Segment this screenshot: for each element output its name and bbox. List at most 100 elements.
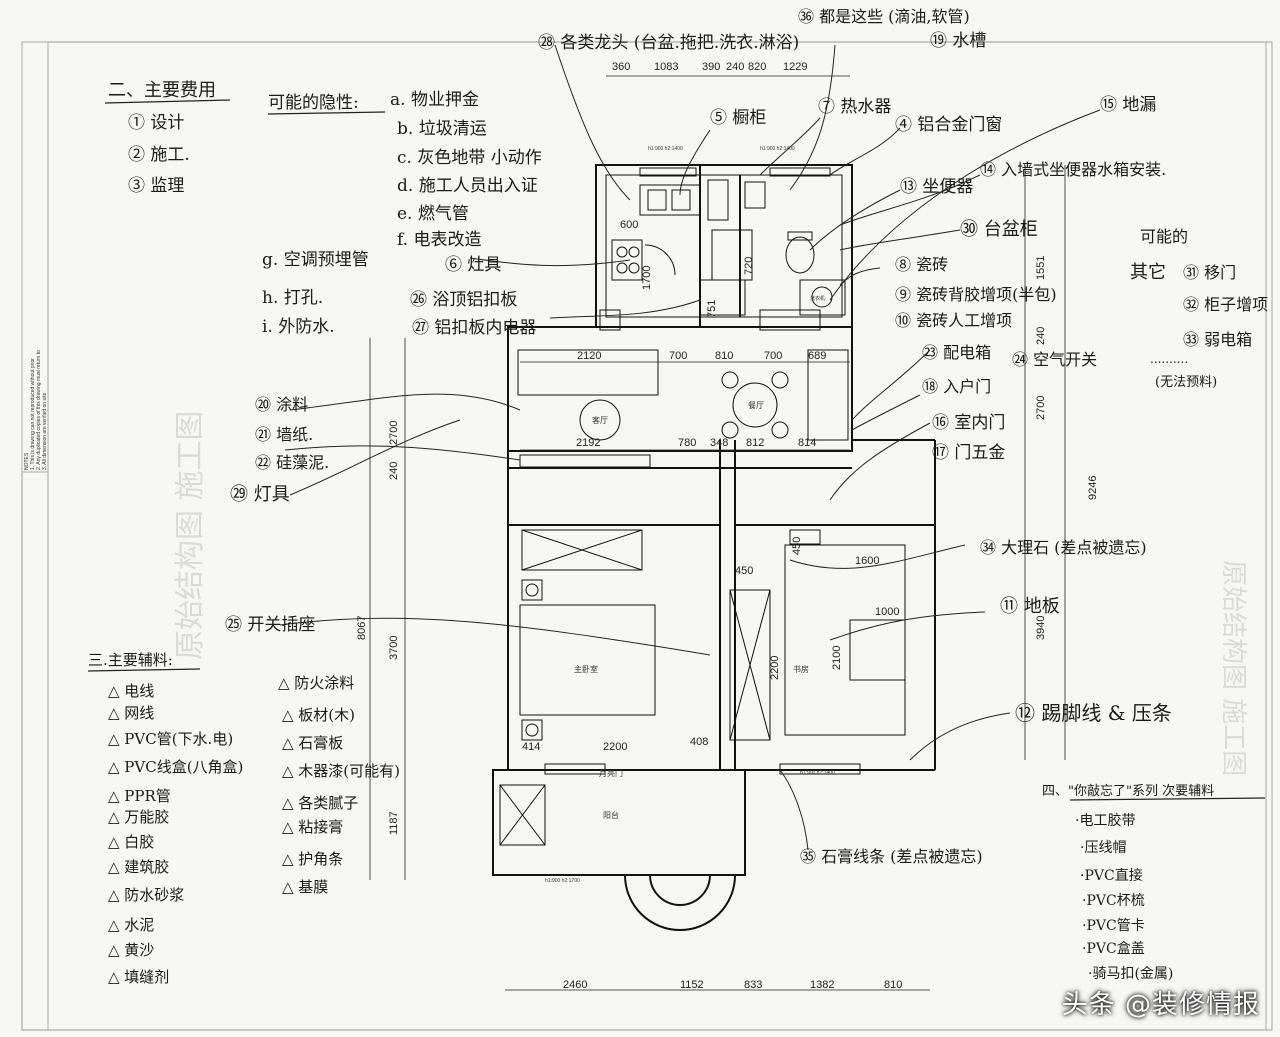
svg-text:㉛ 移门: ㉛ 移门 (1183, 263, 1236, 282)
svg-text:△ 板材(木): △ 板材(木) (282, 706, 355, 724)
svg-text:书房: 书房 (793, 664, 809, 674)
svg-text:d. 施工人员出入证: d. 施工人员出入证 (397, 176, 538, 196)
svg-text:⑪ 地板: ⑪ 地板 (1000, 596, 1060, 617)
svg-text:△ 填缝剂: △ 填缝剂 (108, 968, 169, 986)
balcony-outer (492, 769, 746, 876)
svg-text:洗衣机: 洗衣机 (810, 295, 825, 302)
svg-text:2460: 2460 (563, 979, 587, 991)
leader-lines (279, 44, 1101, 851)
svg-text:1382: 1382 (810, 979, 834, 991)
svg-text:㉜ 柜子增项: ㉜ 柜子增项 (1183, 295, 1268, 314)
svg-text:1152: 1152 (680, 979, 704, 991)
svg-text:⑦ 热水器: ⑦ 热水器 (818, 97, 891, 117)
sofa (517, 349, 659, 396)
svg-text:1600: 1600 (855, 555, 879, 567)
svg-text:2700: 2700 (1035, 396, 1047, 420)
bleed-through-stamp: 原始结构图 施工图 原始结构图 施工图 (173, 410, 1248, 776)
svg-text:㉑ 墙纸.: ㉑ 墙纸. (255, 425, 313, 444)
svg-text:3. All dimension are verified: 3. All dimension are verified on site. (42, 391, 48, 470)
svg-text:㉘ 各类龙头 (台盆.拖把.洗衣.淋浴): ㉘ 各类龙头 (台盆.拖把.洗衣.淋浴) (538, 33, 799, 53)
svg-text:f. 电表改造: f. 电表改造 (397, 230, 482, 250)
svg-text:可能的隐性:: 可能的隐性: (268, 93, 359, 113)
svg-text:△ 基膜: △ 基膜 (282, 878, 328, 896)
svg-text:240: 240 (388, 462, 400, 480)
svg-text:月亮门: 月亮门 (599, 768, 623, 778)
svg-text:阳台: 阳台 (603, 810, 619, 820)
coffee-table (579, 399, 621, 441)
svg-text:700: 700 (764, 350, 782, 362)
maybe-others-block: 可能的 其它 ㉛ 移门 ㉜ 柜子增项 ㉝ 弱电箱 .......... (无法预… (1130, 227, 1268, 390)
svg-text:㉙ 灯具: ㉙ 灯具 (230, 484, 290, 505)
svg-text:·PVC盒盖: ·PVC盒盖 (1082, 940, 1145, 957)
dining-table (732, 382, 778, 428)
sink-fixture (639, 184, 701, 216)
svg-text:△ 粘接膏: △ 粘接膏 (282, 818, 343, 836)
svg-text:390: 390 (702, 61, 720, 73)
materials-block: 三.主要辅料: △ 电线 △ 网线 △ PVC管(下水.电) △ PVC线盒(八… (87, 651, 400, 986)
svg-text:·压线帽: ·压线帽 (1080, 840, 1126, 856)
svg-text:2200: 2200 (769, 656, 781, 680)
toilet-fixture (785, 236, 815, 274)
svg-text:(无法预料): (无法预料) (1155, 375, 1217, 390)
svg-text:700: 700 (669, 350, 687, 362)
svg-text:㉝ 弱电箱: ㉝ 弱电箱 (1183, 330, 1252, 349)
svg-text:·PVC管卡: ·PVC管卡 (1082, 918, 1145, 934)
callout-labels: ㉘ 各类龙头 (台盆.拖把.洗衣.淋浴) ㊱ 都是这些 (滴油,软管) ⑲ 水槽… (225, 7, 1172, 866)
svg-text:814: 814 (798, 437, 816, 449)
svg-text:h1:900 h2:1400: h1:900 h2:1400 (800, 770, 835, 776)
svg-text:㉟ 石膏线条 (差点被遗忘): ㉟ 石膏线条 (差点被遗忘) (800, 847, 983, 866)
svg-text:8067: 8067 (356, 616, 368, 640)
washer-box (799, 279, 846, 316)
dimension-lines (369, 75, 1066, 991)
svg-text:① 设计: ① 设计 (128, 113, 184, 133)
svg-text:b. 垃圾清运: b. 垃圾清运 (397, 119, 487, 139)
svg-text:780: 780 (678, 437, 696, 449)
title-block-edge (1265, 41, 1273, 1031)
svg-text:240: 240 (1035, 327, 1047, 345)
svg-text:·PVC杯梳: ·PVC杯梳 (1082, 893, 1145, 909)
svg-text:可能的: 可能的 (1140, 227, 1188, 246)
svg-text:820: 820 (748, 61, 766, 73)
svg-text:⑳ 涂料: ⑳ 涂料 (255, 395, 308, 414)
svg-text:⑰ 门五金: ⑰ 门五金 (932, 443, 1005, 463)
main-costs-block: 二、主要费用 ① 设计 ② 施工. ③ 监理 (104, 80, 231, 196)
svg-text:△ 建筑胶: △ 建筑胶 (108, 858, 169, 876)
svg-text:二、主要费用: 二、主要费用 (108, 80, 216, 101)
svg-text:△ 万能胶: △ 万能胶 (108, 808, 169, 826)
svg-text:⑤ 橱柜: ⑤ 橱柜 (710, 108, 766, 128)
svg-text:3940: 3940 (1035, 616, 1047, 640)
windows (544, 167, 861, 775)
svg-text:a. 物业押金: a. 物业押金 (390, 90, 479, 110)
room-labels: 客厅 餐厅 主卧室 书房 阳台 月亮门 洗衣机 h1:900 h2:1400 h… (545, 146, 835, 884)
svg-text:⑲ 水槽: ⑲ 水槽 (930, 31, 986, 51)
svg-text:348: 348 (710, 437, 728, 449)
hidden-costs-block: 可能的隐性: a. 物业押金 b. 垃圾清运 c. 灰色地带 小动作 d. 施工… (262, 90, 542, 337)
notes-box (21, 41, 49, 473)
svg-text:原始结构图 施工图: 原始结构图 施工图 (1218, 560, 1248, 776)
svg-text:h1:900 h2:1400: h1:900 h2:1400 (648, 146, 683, 152)
svg-text:·PVC直接: ·PVC直接 (1080, 867, 1143, 884)
svg-text:e. 燃气管: e. 燃气管 (397, 204, 469, 224)
svg-text:原始结构图 施工图: 原始结构图 施工图 (173, 410, 208, 660)
living-furniture (517, 349, 849, 468)
study-cabinet (729, 589, 771, 741)
svg-text:1187: 1187 (388, 811, 400, 835)
svg-text:810: 810 (715, 350, 733, 362)
svg-text:⑩ 瓷砖人工增项: ⑩ 瓷砖人工增项 (895, 311, 1012, 330)
svg-text:△ 白胶: △ 白胶 (108, 833, 154, 851)
svg-text:1000: 1000 (875, 606, 899, 618)
secondary-materials-block: 四、"你敲忘了"系列 次要辅料 ·电工胶带 ·压线帽 ·PVC直接 ·PVC杯梳… (1042, 783, 1266, 982)
svg-text:..........: .......... (1150, 352, 1188, 366)
svg-text:⑬ 坐便器: ⑬ 坐便器 (900, 177, 973, 197)
svg-text:2100: 2100 (831, 646, 843, 670)
svg-text:408: 408 (690, 736, 708, 748)
svg-text:⑯ 室内门: ⑯ 室内门 (932, 413, 1005, 433)
svg-text:751: 751 (706, 300, 718, 318)
svg-text:⑱ 入户门: ⑱ 入户门 (922, 377, 991, 396)
svg-text:360: 360 (612, 61, 630, 73)
svg-text:② 施工.: ② 施工. (128, 145, 190, 165)
svg-text:㉓ 配电箱: ㉓ 配电箱 (922, 343, 991, 362)
svg-text:⑥ 灶具: ⑥ 灶具 (445, 255, 501, 275)
svg-text:h. 打孔.: h. 打孔. (262, 288, 323, 308)
